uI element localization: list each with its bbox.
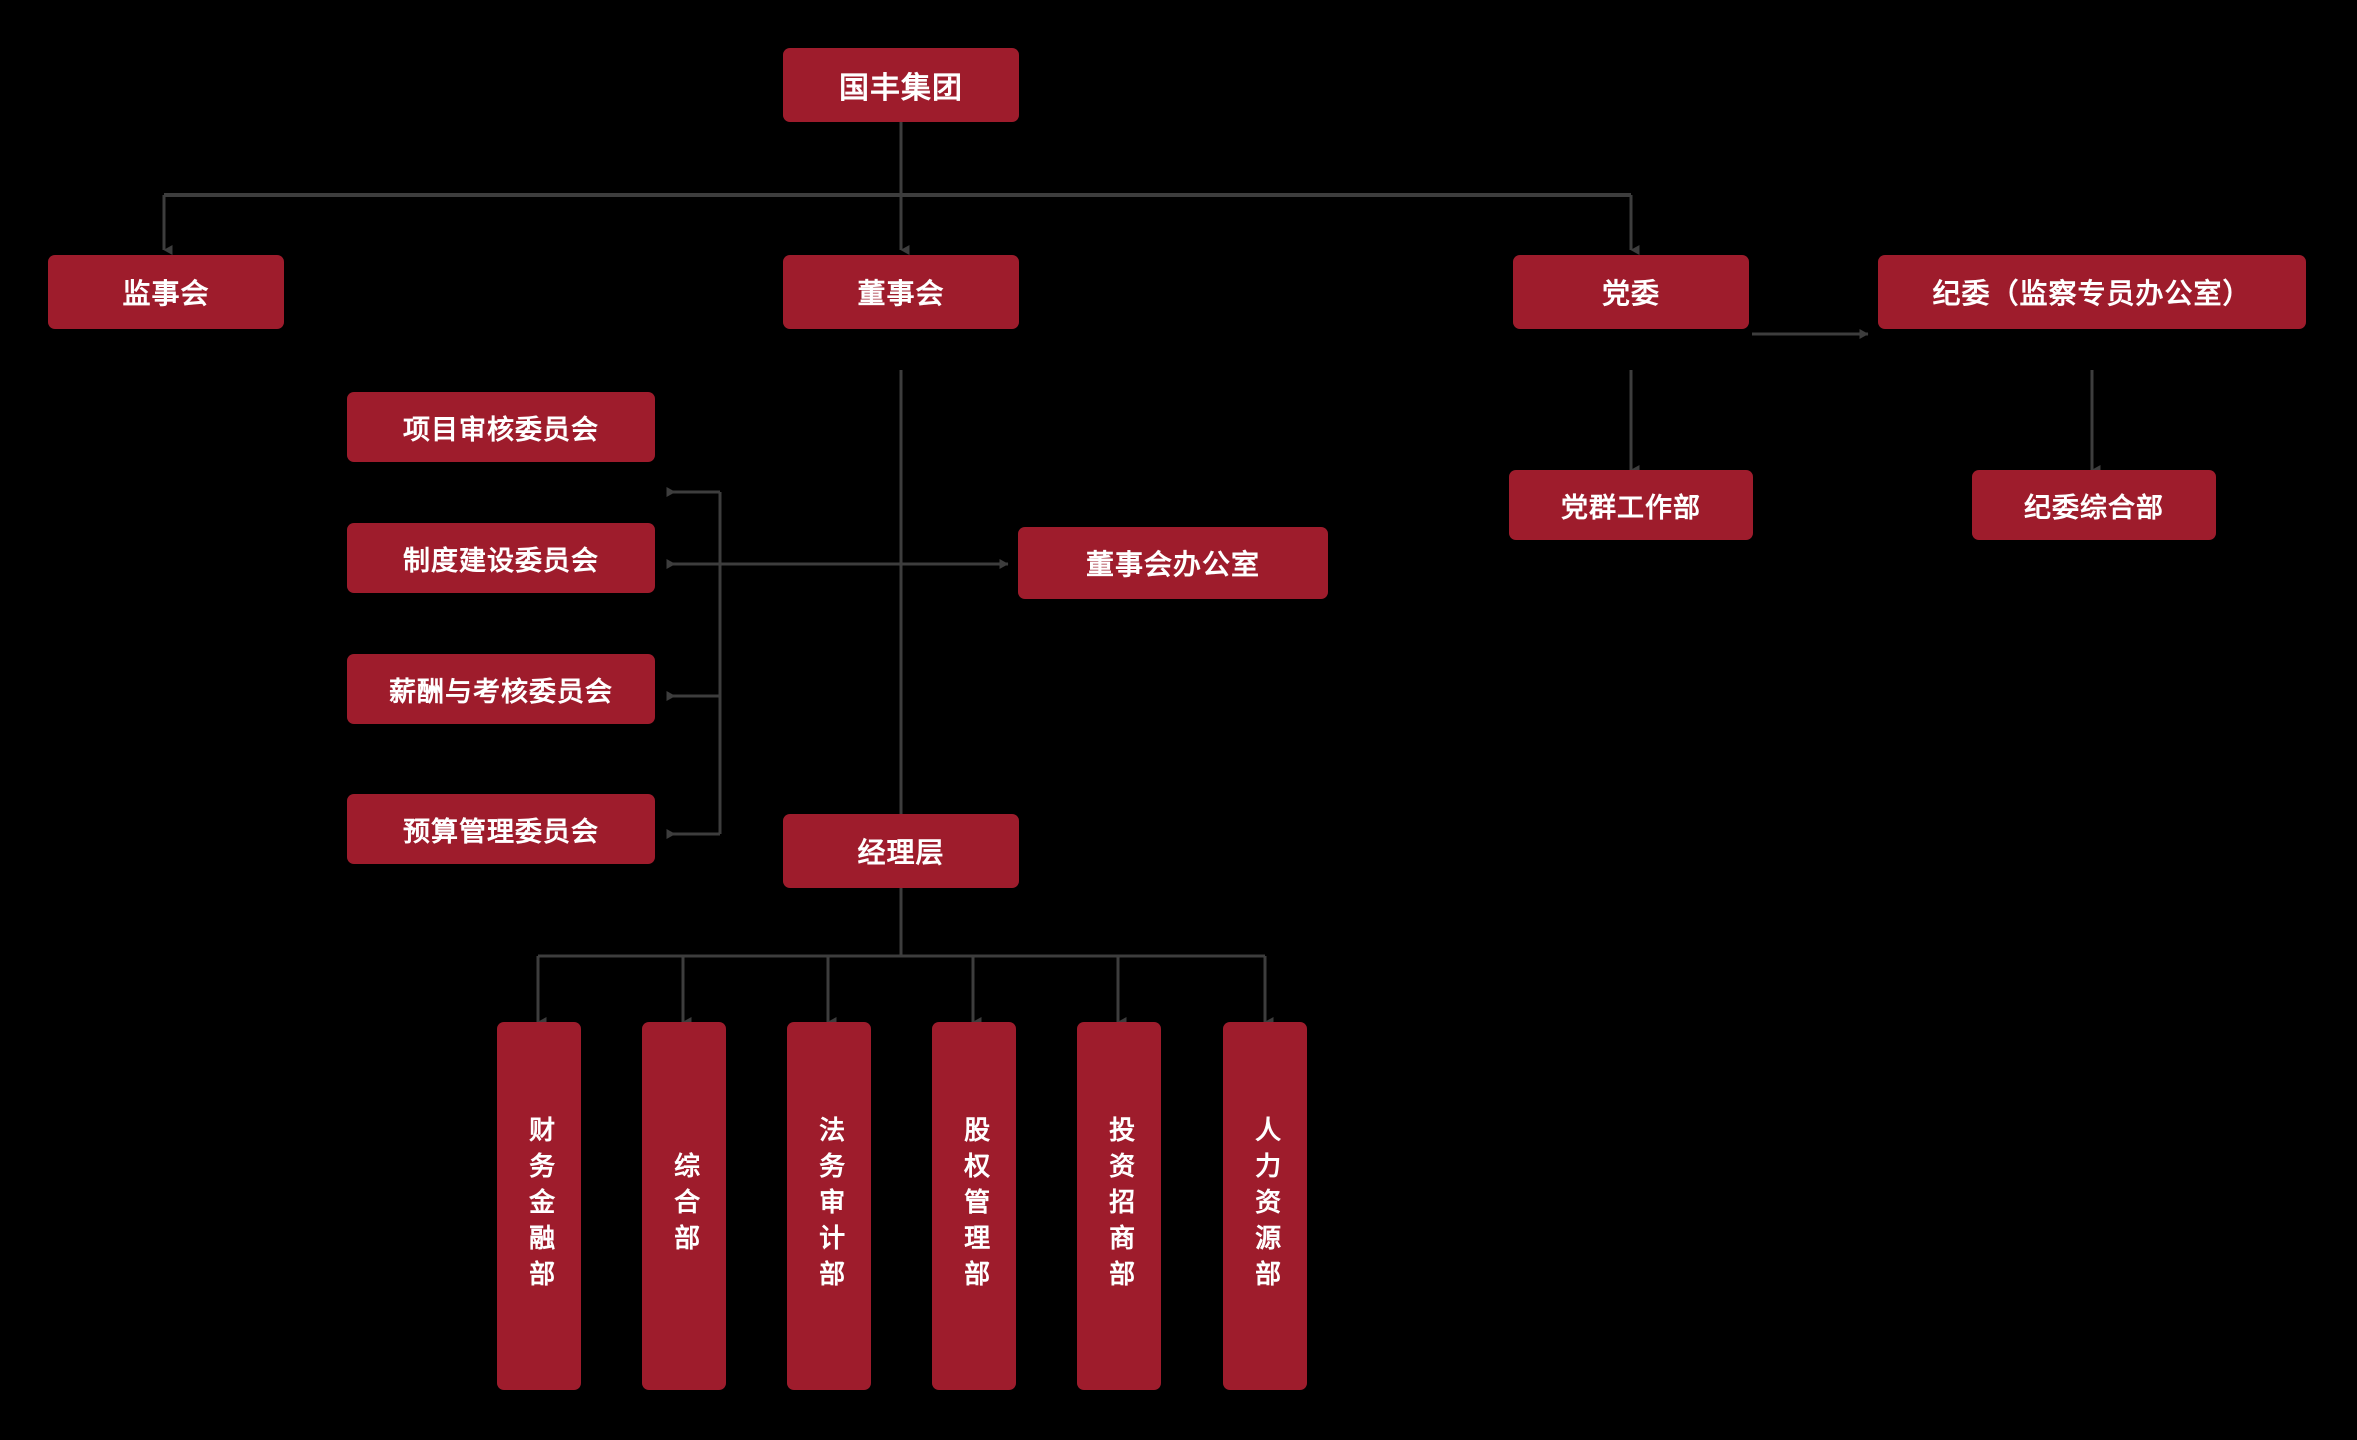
node-supervisory-board[interactable]: 监事会 (48, 255, 284, 329)
node-department-investment-promotion[interactable]: 投资招商部 (1077, 1022, 1161, 1390)
node-discipline-general-dept[interactable]: 纪委综合部 (1972, 470, 2216, 540)
node-discipline-commission[interactable]: 纪委（监察专员办公室） (1878, 255, 2306, 329)
node-system-building-committee[interactable]: 制度建设委员会 (347, 523, 655, 593)
node-project-review-committee[interactable]: 项目审核委员会 (347, 392, 655, 462)
node-compensation-appraisal-committee[interactable]: 薪酬与考核委员会 (347, 654, 655, 724)
node-department-legal-audit[interactable]: 法务审计部 (787, 1022, 871, 1390)
node-budget-management-committee[interactable]: 预算管理委员会 (347, 794, 655, 864)
node-board-of-directors[interactable]: 董事会 (783, 255, 1019, 329)
node-root[interactable]: 国丰集团 (783, 48, 1019, 122)
node-management-layer[interactable]: 经理层 (783, 814, 1019, 888)
node-department-finance[interactable]: 财务金融部 (497, 1022, 581, 1390)
node-department-general-affairs[interactable]: 综合部 (642, 1022, 726, 1390)
node-department-equity-management[interactable]: 股权管理部 (932, 1022, 1016, 1390)
node-party-committee[interactable]: 党委 (1513, 255, 1749, 329)
node-party-mass-work-dept[interactable]: 党群工作部 (1509, 470, 1753, 540)
node-board-office[interactable]: 董事会办公室 (1018, 527, 1328, 599)
node-department-human-resources[interactable]: 人力资源部 (1223, 1022, 1307, 1390)
